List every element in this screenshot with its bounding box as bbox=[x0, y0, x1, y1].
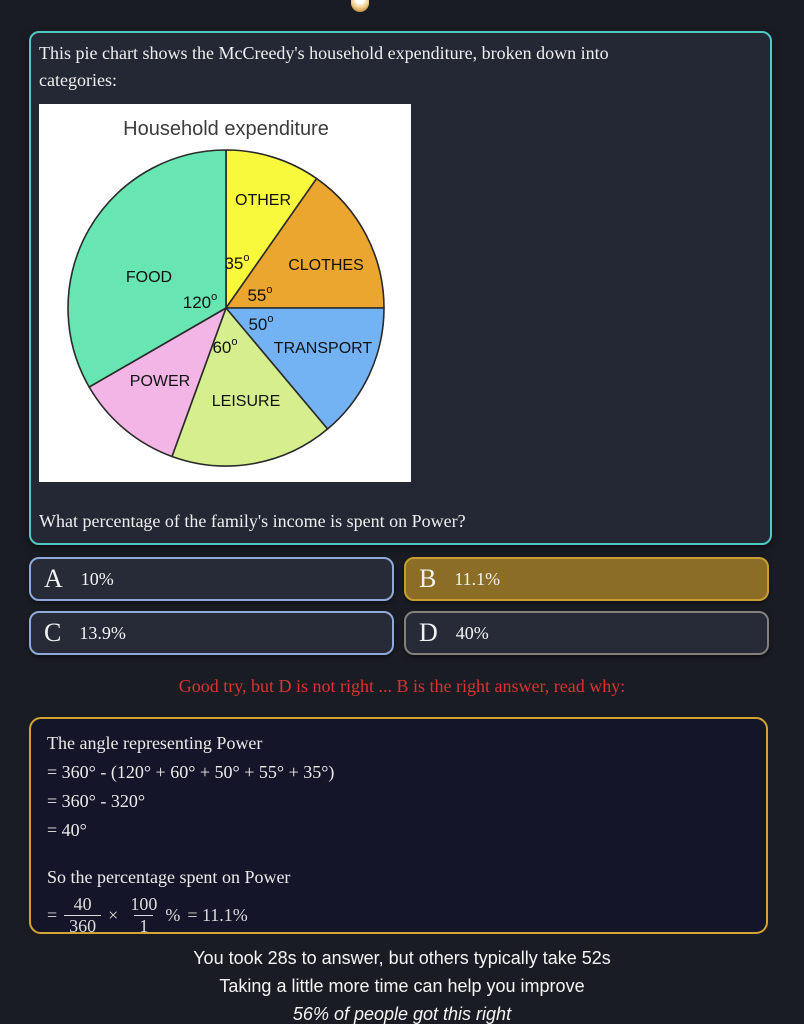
pie-angle-label-food: 120o bbox=[183, 291, 218, 312]
pie-angle-label-transport: 50o bbox=[248, 313, 273, 334]
stat-advice-line: Taking a little more time can help you i… bbox=[219, 976, 585, 996]
pie-label-food: FOOD bbox=[126, 269, 172, 286]
fraction-numerator: 40 bbox=[73, 894, 92, 914]
fraction-1: 40 360 bbox=[64, 894, 102, 937]
math-equation: = 40 360 × 100 1 % = 11.1% bbox=[47, 894, 750, 937]
option-value: 11.1% bbox=[454, 568, 501, 589]
stats-block: You took 28s to answer, but others typic… bbox=[0, 944, 804, 1024]
explanation-line: = 360° - (120° + 60° + 50° + 55° + 35°) bbox=[47, 762, 335, 782]
explanation-line: The angle representing Power bbox=[47, 733, 263, 753]
option-letter: B bbox=[419, 564, 437, 593]
explanation-card: The angle representing Power = 360° - (1… bbox=[29, 717, 768, 937]
pie-slice-power bbox=[88, 307, 227, 458]
option-letter: A bbox=[44, 564, 63, 593]
option-letter: C bbox=[44, 618, 62, 647]
answer-options: A 10% B 11.1% C 13.9% D 40% bbox=[29, 557, 769, 655]
equals-sign: = bbox=[47, 905, 58, 925]
pie-label-transport: TRANSPORT bbox=[274, 340, 373, 357]
explanation-line: = 360° - 320° bbox=[47, 791, 146, 811]
answer-option-d[interactable]: D 40% bbox=[404, 611, 769, 655]
fraction-denominator: 360 bbox=[64, 915, 102, 937]
feedback-text: Good try, but D is not right ... B is th… bbox=[178, 676, 626, 696]
percent-sign: % bbox=[165, 905, 181, 925]
question-prompt: What percentage of the family's income i… bbox=[39, 511, 466, 531]
fraction-denominator: 1 bbox=[134, 915, 154, 937]
stat-percent-line: 56% of people got this right bbox=[292, 1004, 512, 1024]
pie-slice-clothes bbox=[225, 177, 385, 309]
pie-slice-transport bbox=[225, 307, 385, 430]
equation-result: = 11.1% bbox=[187, 905, 248, 925]
pie-angle-label-leisure: 60o bbox=[212, 336, 237, 357]
answer-option-b[interactable]: B 11.1% bbox=[404, 557, 769, 601]
pie-label-other: OTHER bbox=[235, 192, 291, 209]
explanation-intro: So the percentage spent on Power bbox=[47, 867, 291, 887]
pie-label-power: POWER bbox=[130, 373, 190, 390]
spacer bbox=[47, 845, 750, 863]
pie-angle-label-clothes: 55o bbox=[247, 284, 272, 305]
pie-chart-title: Household expenditure bbox=[123, 118, 329, 140]
pie-slice-other bbox=[225, 149, 318, 309]
pie-label-leisure: LEISURE bbox=[212, 393, 280, 410]
pie-label-clothes: CLOTHES bbox=[288, 257, 364, 274]
option-value: 13.9% bbox=[79, 622, 126, 643]
fraction-2: 100 1 bbox=[125, 894, 162, 937]
explanation-line: = 40° bbox=[47, 820, 87, 840]
option-value: 10% bbox=[80, 568, 114, 589]
question-card: This pie chart shows the McCreedy's hous… bbox=[29, 31, 772, 545]
stat-time-line: You took 28s to answer, but others typic… bbox=[193, 948, 611, 968]
pie-slice-leisure bbox=[171, 307, 329, 467]
pie-angle-label-other: 35o bbox=[224, 252, 249, 273]
fraction-numerator: 100 bbox=[130, 894, 158, 914]
answer-option-a[interactable]: A 10% bbox=[29, 557, 394, 601]
option-letter: D bbox=[419, 618, 438, 647]
pie-slice-food bbox=[67, 149, 227, 388]
lightbulb-icon bbox=[351, 0, 369, 12]
question-text: This pie chart shows the McCreedy's hous… bbox=[39, 43, 609, 90]
option-value: 40% bbox=[455, 622, 489, 643]
times-sign: × bbox=[108, 905, 119, 925]
answer-option-c[interactable]: C 13.9% bbox=[29, 611, 394, 655]
